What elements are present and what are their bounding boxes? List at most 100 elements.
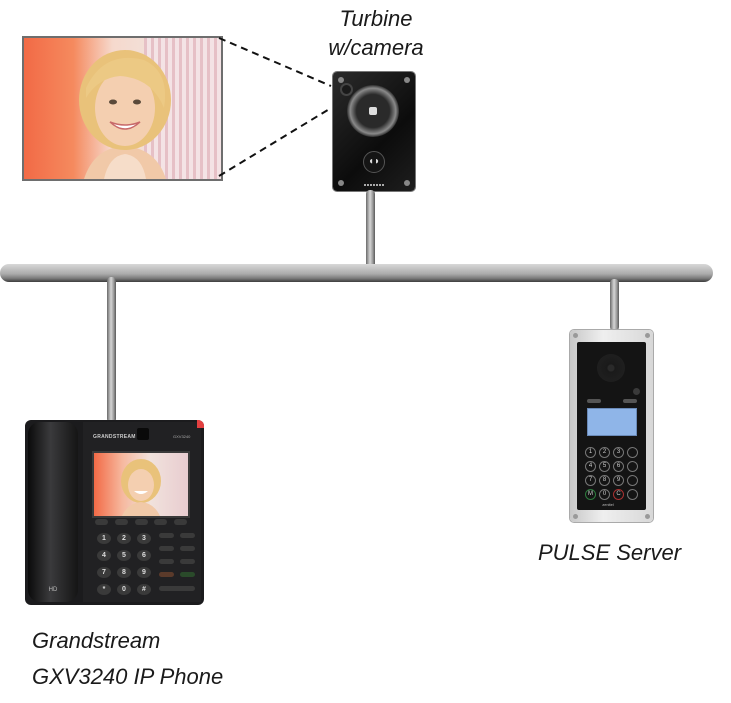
function-key[interactable] [180,559,195,564]
phone-key[interactable]: 8 [117,567,131,578]
softkey[interactable] [114,519,128,525]
screw-icon [645,333,650,338]
top-shape [104,154,146,179]
pulse-key[interactable]: 8 [599,475,610,486]
function-key[interactable] [159,559,174,564]
phone-key[interactable]: 5 [117,550,131,561]
handset: HD [28,422,78,602]
softkey[interactable] [134,519,148,525]
pulse-key[interactable]: 3 [613,447,624,458]
pulse-key[interactable]: 6 [613,461,624,472]
phone-key[interactable]: 1 [97,533,111,544]
function-key[interactable] [159,546,174,551]
pulse-key[interactable]: 5 [599,461,610,472]
smile-shape [134,491,148,494]
pulse-key[interactable]: 2 [599,447,610,458]
camera-lens-icon [633,388,640,395]
grandstream-label: Grandstream GXV3240 IP Phone [32,623,223,695]
phone-brand-text: GRANDSTREAM [93,434,136,440]
soft-button[interactable] [587,399,601,403]
left-eye [109,99,117,105]
speaker-ring [347,85,399,137]
phone-key[interactable]: 0 [117,584,131,595]
phone-key[interactable]: 2 [117,533,131,544]
pulse-function-key[interactable] [627,475,638,486]
end-call-key[interactable] [159,572,174,577]
pulse-key[interactable]: M [585,489,596,500]
phone-key[interactable]: * [97,584,111,595]
phone-screen [92,451,190,518]
phone-model-text: GXV3240 [173,434,191,439]
answer-call-key[interactable] [180,572,195,577]
shoulders-shape [122,502,160,516]
screw-icon [404,77,410,83]
phone-screen-face [121,459,161,516]
pulse-key[interactable]: 7 [585,475,596,486]
phone-camera-icon [137,428,149,440]
softkey[interactable] [174,519,187,525]
screw-icon [645,514,650,519]
dashed-line-bottom [218,107,332,177]
screw-icon [338,180,344,186]
phone-drop-cable [107,277,116,423]
function-key[interactable] [180,546,195,551]
screw-icon [573,333,578,338]
dashed-line-top [218,37,332,87]
pulse-key[interactable]: 9 [613,475,624,486]
function-key[interactable] [180,533,195,538]
pulse-brand-text: zenitel [602,502,614,507]
turbine-drop-cable [366,190,375,270]
function-keys [159,533,197,577]
phone-key[interactable]: 3 [137,533,151,544]
function-key[interactable] [159,533,174,538]
lcd-display [587,408,637,436]
pulse-function-key[interactable] [627,447,638,458]
screw-icon [573,514,578,519]
fringe-shape [86,57,166,108]
network-bus [0,264,713,282]
hd-badge: HD [48,587,58,593]
phone-key[interactable]: 7 [97,567,111,578]
screw-icon [338,77,344,83]
camera-icon [369,107,377,115]
phone-key[interactable]: # [137,584,151,595]
grandstream-label-line-2: GXV3240 IP Phone [32,664,224,689]
pulse-key[interactable]: C [613,489,624,500]
visitor-face-illustration [79,50,171,179]
camera-snapshot-image [22,36,223,181]
volume-key[interactable] [159,586,195,591]
pulse-key[interactable]: 1 [585,447,596,458]
turbine-label-line-2: w/camera [328,35,424,60]
screw-icon [404,180,410,186]
pulse-function-key[interactable] [627,461,638,472]
face-shape [95,70,155,146]
pulse-label: PULSE Server [538,540,682,565]
camera-lens-icon [340,83,353,96]
phone-key[interactable]: 4 [97,550,111,561]
phone-key[interactable]: 9 [137,567,151,578]
smile-shape [109,121,141,130]
turbine-intercom-device: ◖◗ [333,72,415,191]
grandstream-label-line-1: Grandstream [32,628,161,653]
phone-key[interactable]: 6 [137,550,151,561]
turbine-label-line-1: Turbine [339,6,413,31]
pulse-key[interactable]: 4 [585,461,596,472]
pulse-function-key[interactable] [627,489,638,500]
face-shape [128,469,154,501]
softkey[interactable] [154,519,168,525]
turbine-label: Turbine w/camera [326,4,426,62]
soft-button[interactable] [623,399,637,403]
pulse-key[interactable]: 0 [599,489,610,500]
pulse-drop-cable [610,279,619,331]
speaker-grille [597,354,625,382]
right-eye [133,99,141,105]
indicator-light [197,420,204,428]
call-button-icon: ◖◗ [363,151,385,173]
softkey[interactable] [95,519,108,525]
